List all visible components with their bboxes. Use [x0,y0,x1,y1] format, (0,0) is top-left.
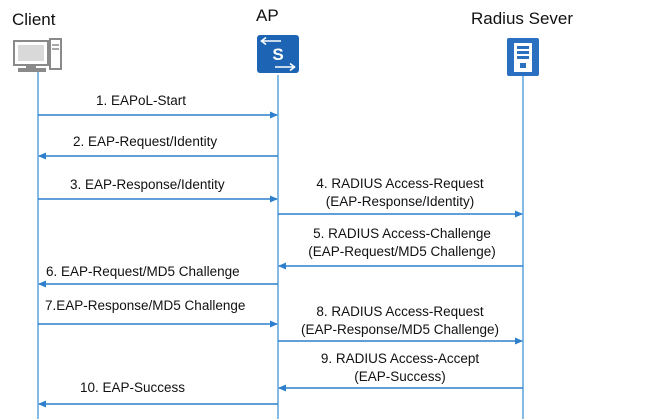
server-icon [507,38,539,76]
message-label-line: (EAP-Response/MD5 Challenge) [300,322,500,337]
message-label-9: 9. RADIUS Access-Accept (EAP-Success) [321,350,479,386]
access-point-switch-icon: S [257,35,299,73]
client-label: Client [12,10,56,29]
message-label-4: 4. RADIUS Access-Request (EAP-Response/Id… [316,175,483,211]
ap-icon-glyph: S [272,45,283,64]
message-label-line: 10. EAP-Success [80,380,186,395]
message-label-line: 6. EAP-Request/MD5 Challenge [46,264,240,279]
message-label-3: 3. EAP-Response/Identity [70,176,225,194]
radius-server-label: Radius Sever [471,9,574,28]
message-label-line: 7.EAP-Response/MD5 Challenge [45,298,246,313]
message-label-6: 6. EAP-Request/MD5 Challenge [46,263,240,281]
message-label-line: 3. EAP-Response/Identity [70,177,225,192]
message-label-line: 1. EAPoL-Start [96,93,187,108]
message-label-line: (EAP-Request/MD5 Challenge) [308,244,496,259]
message-label-7: 7.EAP-Response/MD5 Challenge [45,297,245,315]
message-label-line: 5. RADIUS Access-Challenge [313,226,491,241]
message-label-line: 2. EAP-Request/Identity [73,134,218,149]
message-label-line: 8. RADIUS Access-Request [316,304,484,319]
computer-icon [13,38,62,72]
message-label-10: 10. EAP-Success [80,379,185,397]
message-label-5: 5. RADIUS Access-Challenge (EAP-Request/M… [308,225,496,261]
message-label-line: 9. RADIUS Access-Accept [320,351,480,366]
message-label-line: (EAP-Success) [354,369,446,384]
message-label-1: 1. EAPoL-Start [96,92,186,110]
message-label-2: 2. EAP-Request/Identity [73,133,217,151]
message-label-line: (EAP-Response/Identity) [325,194,475,209]
ap-label: AP [256,6,279,25]
message-label-8: 8. RADIUS Access-Request (EAP-Response/MD… [301,303,499,339]
message-arrows [38,111,523,408]
message-label-line: 4. RADIUS Access-Request [316,176,484,191]
